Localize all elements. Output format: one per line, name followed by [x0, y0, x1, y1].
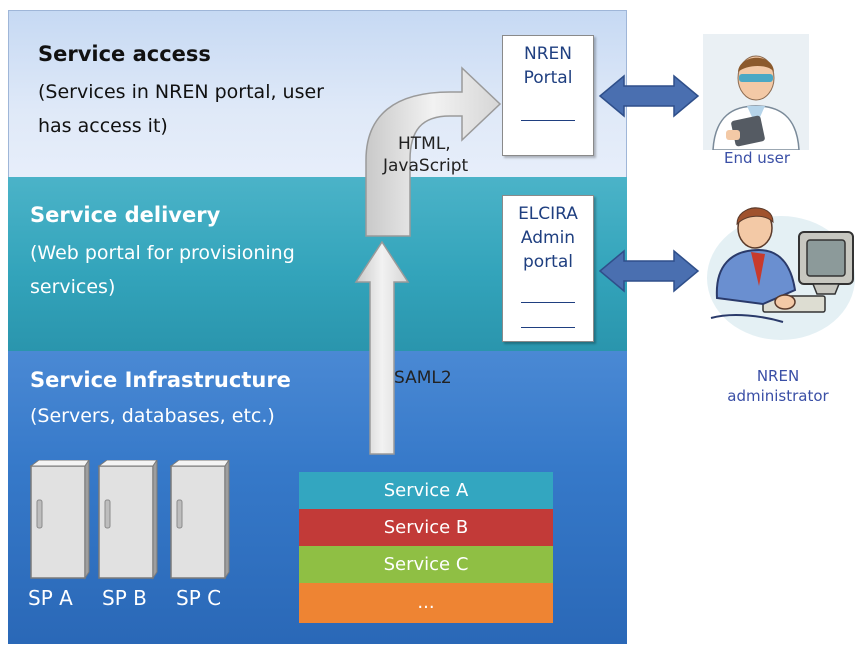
admin-double-arrow	[598, 249, 700, 293]
server-label-sp-b: SP B	[102, 586, 147, 610]
service-a-bar: Service A	[299, 472, 553, 509]
elcira-admin-portal-document: ELCIRA Admin portal	[502, 195, 594, 342]
javascript-label: JavaScript	[383, 156, 469, 176]
server-sp-c-icon	[169, 460, 230, 580]
end-user-double-arrow	[598, 74, 700, 118]
html-label: HTML,	[398, 134, 451, 154]
document-line	[521, 327, 575, 328]
service-access-title: Service access	[38, 42, 211, 66]
server-label-sp-a: SP A	[28, 586, 73, 610]
saml2-label: SAML2	[394, 368, 452, 388]
saml2-arrow	[354, 240, 410, 455]
document-line	[521, 302, 575, 303]
service-access-desc-2: has access it)	[38, 115, 168, 137]
service-c-bar: Service C	[299, 546, 553, 583]
elcira-admin-portal-label: ELCIRA Admin portal	[518, 204, 578, 272]
server-label-sp-c: SP C	[176, 586, 222, 610]
end-user-label: End user	[724, 149, 790, 167]
nren-portal-document: NREN Portal	[502, 35, 594, 156]
service-infrastructure-desc: (Servers, databases, etc.)	[30, 405, 275, 427]
end-user-icon	[703, 34, 809, 150]
service-access-desc-1: (Services in NREN portal, user	[38, 81, 324, 103]
nren-portal-label: NREN Portal	[523, 44, 573, 88]
html-javascript-arrow	[365, 66, 502, 237]
nren-administrator-label: NREN administrator	[727, 367, 829, 405]
service-b-bar: Service B	[299, 509, 553, 546]
service-infrastructure-title: Service Infrastructure	[30, 368, 291, 392]
server-sp-b-icon	[97, 460, 158, 580]
service-delivery-desc-2: services)	[30, 276, 116, 298]
document-line	[521, 120, 575, 121]
service-delivery-title: Service delivery	[30, 203, 221, 227]
server-sp-a-icon	[29, 460, 90, 580]
nren-administrator-icon	[707, 207, 855, 340]
service-delivery-desc-1: (Web portal for provisioning	[30, 242, 295, 264]
service-more-bar: ...	[299, 583, 553, 623]
